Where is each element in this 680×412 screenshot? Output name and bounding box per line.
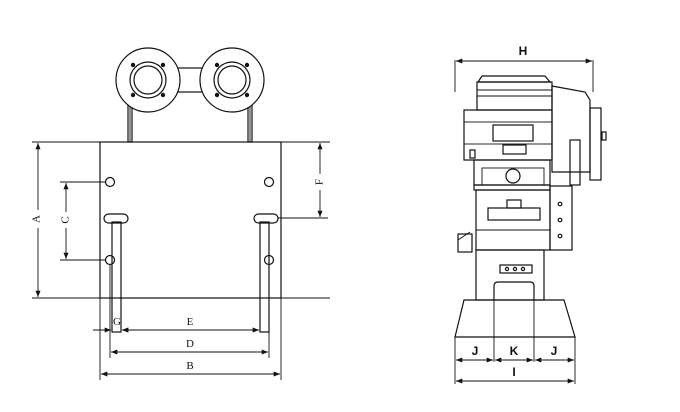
slot [253, 213, 279, 224]
dim-label-E: E [187, 316, 194, 328]
dim-label-J-left: J [472, 344, 479, 358]
dim-label-H: H [519, 44, 528, 58]
dim-label-C: C [60, 216, 72, 223]
dim-label-I: I [512, 365, 515, 379]
front-view: A C F G E D B [28, 47, 330, 380]
dim-label-B: B [186, 360, 193, 372]
dim-label-F: F [314, 179, 326, 185]
side-view: H [454, 44, 607, 384]
dim-label-K: K [510, 344, 519, 358]
mounting-hole [263, 176, 275, 188]
slot [103, 213, 129, 224]
dim-label-G: G [113, 316, 121, 328]
press-base [454, 299, 576, 338]
mounting-hole [104, 176, 116, 188]
dim-label-D: D [186, 338, 194, 350]
dim-label-J-right: J [551, 344, 558, 358]
twin-flange-connector [115, 47, 265, 143]
mounting-hole [104, 254, 116, 266]
dim-label-A: A [31, 215, 43, 223]
